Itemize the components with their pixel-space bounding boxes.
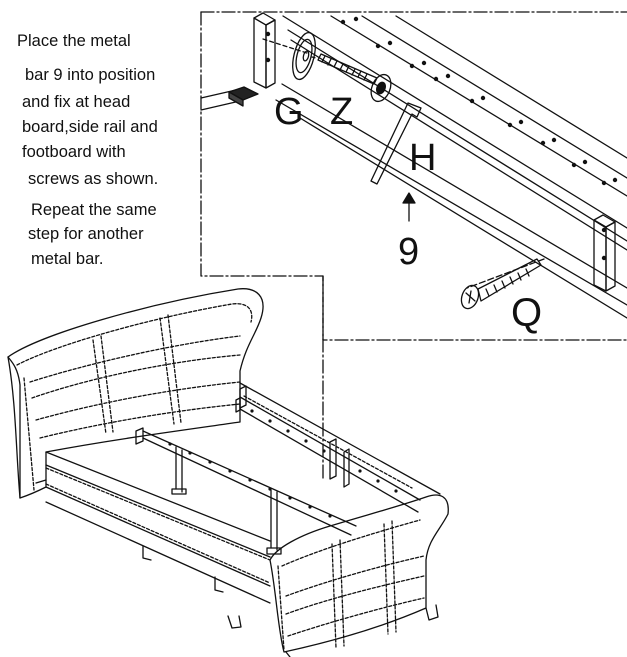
instruction-line-6: screws as shown. — [28, 170, 159, 188]
screw-label: Q — [511, 291, 542, 335]
bed-far-side-rail — [235, 382, 441, 513]
hex-key-label: H — [409, 137, 436, 179]
instruction-line-5: footboard with — [22, 143, 126, 161]
metal-bar-label: 9 — [398, 231, 419, 273]
bed-metal-bar — [135, 409, 398, 555]
detail-bar-holes — [340, 16, 618, 186]
washer-icon — [262, 31, 316, 81]
instruction-line-9: metal bar. — [31, 250, 104, 268]
instruction-line-3: and fix at head — [22, 93, 131, 111]
screw-icon — [460, 258, 545, 310]
detail-metal-bar — [200, 83, 627, 319]
metal-bar-arrow-icon — [402, 192, 416, 222]
bolt-icon — [311, 53, 392, 103]
instruction-line-8: step for another — [28, 225, 144, 243]
bed-footboard — [269, 494, 449, 657]
bolt-label: Z — [330, 91, 353, 133]
bed-near-side-rail — [45, 451, 271, 629]
detail-side-rail — [282, 15, 627, 251]
washer-label: G — [274, 91, 304, 133]
instruction-line-1: Place the metal — [17, 32, 131, 50]
instruction-line-4: board,side rail and — [22, 118, 158, 136]
footboard-bracket — [593, 214, 616, 292]
headboard-bracket — [228, 12, 276, 107]
instruction-line-7: Repeat the same — [31, 201, 157, 219]
bed-headboard — [7, 288, 264, 499]
hex-key-icon — [370, 102, 422, 185]
instruction-line-2: bar 9 into position — [25, 66, 156, 84]
